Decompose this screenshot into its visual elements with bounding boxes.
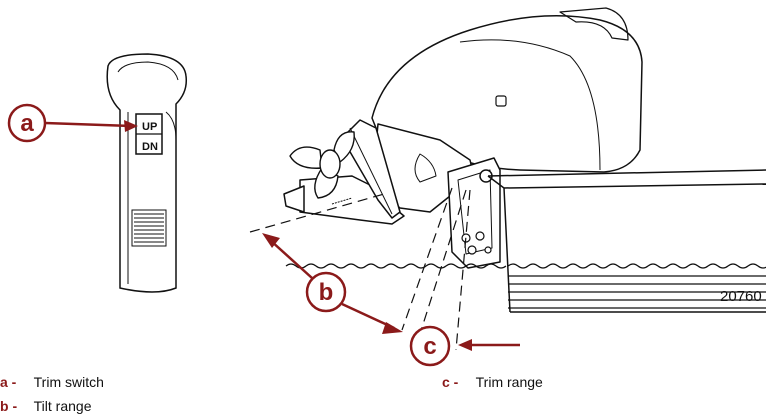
callout-a-label: a <box>20 110 34 137</box>
cowling-top-ridge <box>559 7 629 41</box>
transom-bracket <box>447 157 501 269</box>
callout-c-arrowhead <box>458 339 472 351</box>
handle-curve <box>165 111 177 141</box>
outboard-motor <box>283 7 643 269</box>
midsection-detail <box>414 153 437 183</box>
legend-item-c: c - Trim range <box>442 374 543 390</box>
bracket-inner <box>457 169 493 255</box>
callout-b-label: b <box>319 279 334 306</box>
range-lines <box>249 187 471 351</box>
legend-key-a: a - <box>0 374 17 390</box>
callout-a-arrowhead <box>124 120 138 132</box>
legend-item-a: a - Trim switch <box>0 374 104 390</box>
callout-b-arrowhead-upper <box>262 233 280 248</box>
gearcase-tag <box>331 197 353 205</box>
cowling-latch <box>495 95 507 107</box>
anti-ventilation-edge <box>349 127 393 215</box>
callout-b-leader-upper <box>269 239 313 279</box>
callout-c-circle <box>409 325 451 367</box>
waterline <box>285 263 766 269</box>
legend-text-c: Trim range <box>475 374 543 390</box>
figure-number: 20760 <box>720 288 762 305</box>
legend-text-b: Tilt range <box>33 398 92 414</box>
cowling-seam <box>459 39 601 171</box>
callout-b-circle <box>305 271 347 313</box>
bracket-bolt-4 <box>484 246 492 254</box>
boat-hull <box>487 169 766 313</box>
switch-up-label: UP <box>142 121 157 133</box>
callout-a-leader <box>44 121 131 128</box>
propeller <box>289 131 355 199</box>
trim-range-line-2 <box>455 189 471 351</box>
tilt-range-line-upper <box>249 193 385 233</box>
hull-gunwale <box>487 169 766 177</box>
grip-pad <box>131 209 167 247</box>
legend-item-b: b - Tilt range <box>0 398 91 414</box>
bracket-bolt-2 <box>475 231 485 241</box>
legend-key-b: b - <box>0 398 18 414</box>
callout-c-label: c <box>423 333 436 360</box>
legend-key-c: c - <box>442 374 459 390</box>
handle-outline <box>106 53 188 293</box>
bracket-bolt-3 <box>467 245 477 255</box>
trim-switch-handle <box>106 53 188 293</box>
tilt-range-line-lower <box>401 187 453 331</box>
legend-text-a: Trim switch <box>33 374 104 390</box>
anti-ventilation-plate <box>341 119 401 219</box>
trim-range-line-1 <box>417 189 467 341</box>
callout-b-arrowhead-lower <box>382 322 403 334</box>
handle-inner-edge <box>117 61 179 81</box>
switch-down-label: DN <box>142 141 158 153</box>
motor-skeg <box>283 185 305 213</box>
